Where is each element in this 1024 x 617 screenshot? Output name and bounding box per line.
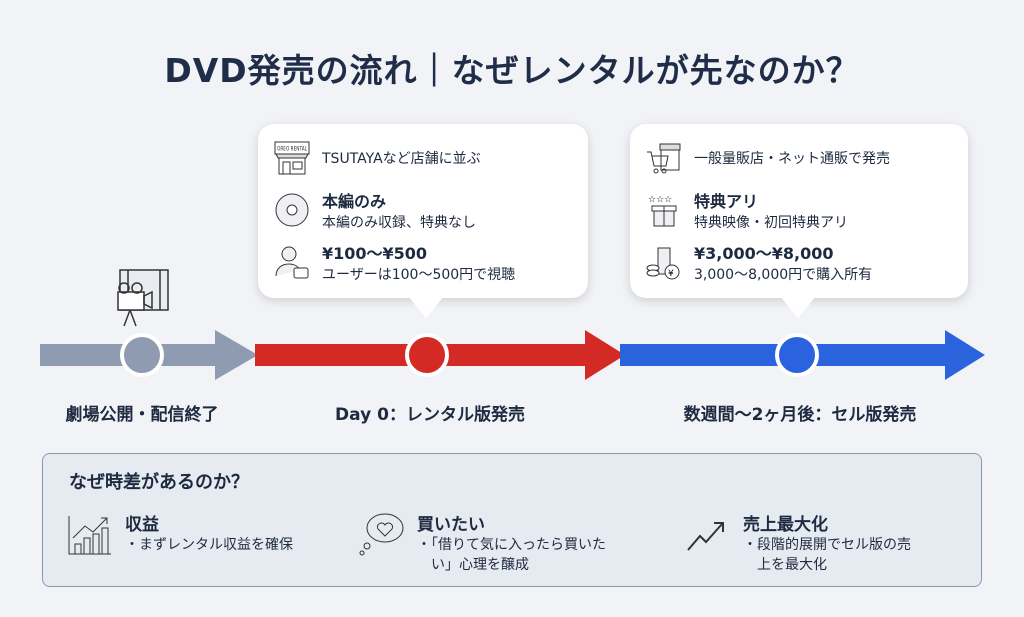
trend-up-arrow-icon [687, 522, 724, 551]
stage-dot-rental [405, 333, 449, 377]
shopping-cart-store-icon [647, 143, 681, 174]
rental-content-title: 本編のみ [322, 192, 387, 211]
rental-price-title: ¥100〜¥500 [322, 244, 428, 263]
reason-title: 売上最大化 [743, 515, 828, 535]
stage-label-theatrical: 劇場公開・配信終了 [65, 405, 219, 425]
reasons-heading: なぜ時差があるのか？ [69, 472, 249, 493]
reason-desc-cont: い」心理を醸成 [431, 557, 529, 573]
stage-dot-sell [775, 333, 819, 377]
reason-want-to-buy: 買いたい・「借りて気に入ったら買いたい」心理を醸成 [359, 510, 606, 575]
coins-yen-icon: ¥ [646, 247, 680, 280]
gift-stars-icon: ☆☆☆ [648, 195, 677, 227]
reason-desc-cont: 上を最大化 [757, 557, 827, 573]
stage-label-rental: Day 0：レンタル版発売 [335, 405, 525, 425]
svg-text:¥: ¥ [668, 269, 674, 279]
bar-chart-up-icon [68, 516, 111, 555]
rental-store-text: TSUTAYAなど店舗に並ぶ [322, 151, 481, 167]
rental-price-desc: ユーザーは100〜500円で視聴 [322, 267, 516, 283]
stage-dot-theatrical [120, 333, 164, 377]
rental-store-icon: OREO RENTAL [274, 141, 310, 175]
sell-store-text: 一般量販店・ネット通販で発売 [694, 151, 890, 167]
sell-content-desc: 特典映像・初回特典アリ [694, 215, 848, 231]
page-title: DVD発売の流れ｜なぜレンタルが先なのか？ [164, 51, 860, 90]
rental-store-sign: OREO RENTAL [277, 146, 307, 153]
rental-callout: OREO RENTAL TSUTAYAなど店舗に並ぶ 本編のみ本編のみ収録、特典… [258, 124, 588, 318]
reason-desc: ・まずレンタル収益を確保 [125, 537, 293, 553]
sell-price-title: ¥3,000〜¥8,000 [694, 244, 834, 263]
sell-price-desc: 3,000〜8,000円で購入所有 [694, 267, 873, 283]
reason-maximize-sales: 売上最大化・段階的展開でセル版の売上を最大化 [685, 510, 911, 575]
reason-desc: ・「借りて気に入ったら買いた [417, 537, 606, 553]
reasons-panel: なぜ時差があるのか？ 収益・まずレンタル収益を確保 買いたい・「借りて気に入った… [42, 453, 982, 587]
reason-title: 収益 [125, 515, 159, 535]
sell-callout: 一般量販店・ネット通販で発売 ☆☆☆ 特典アリ特典映像・初回特典アリ ¥ ¥3,… [630, 124, 968, 318]
reason-desc: ・段階的展開でセル版の売 [743, 537, 911, 553]
rental-content-desc: 本編のみ収録、特典なし [322, 215, 476, 231]
film-camera-icon [117, 269, 169, 327]
stage-label-sell: 数週間〜2ヶ月後：セル版発売 [683, 405, 917, 425]
reason-revenue: 収益・まずレンタル収益を確保 [67, 510, 293, 556]
disc-icon [275, 193, 309, 227]
svg-text:☆☆☆: ☆☆☆ [648, 195, 672, 205]
reason-title: 買いたい [417, 515, 485, 535]
heart-thought-bubble-icon [359, 513, 404, 556]
sell-content-title: 特典アリ [694, 192, 759, 211]
user-wallet-icon [275, 246, 309, 279]
